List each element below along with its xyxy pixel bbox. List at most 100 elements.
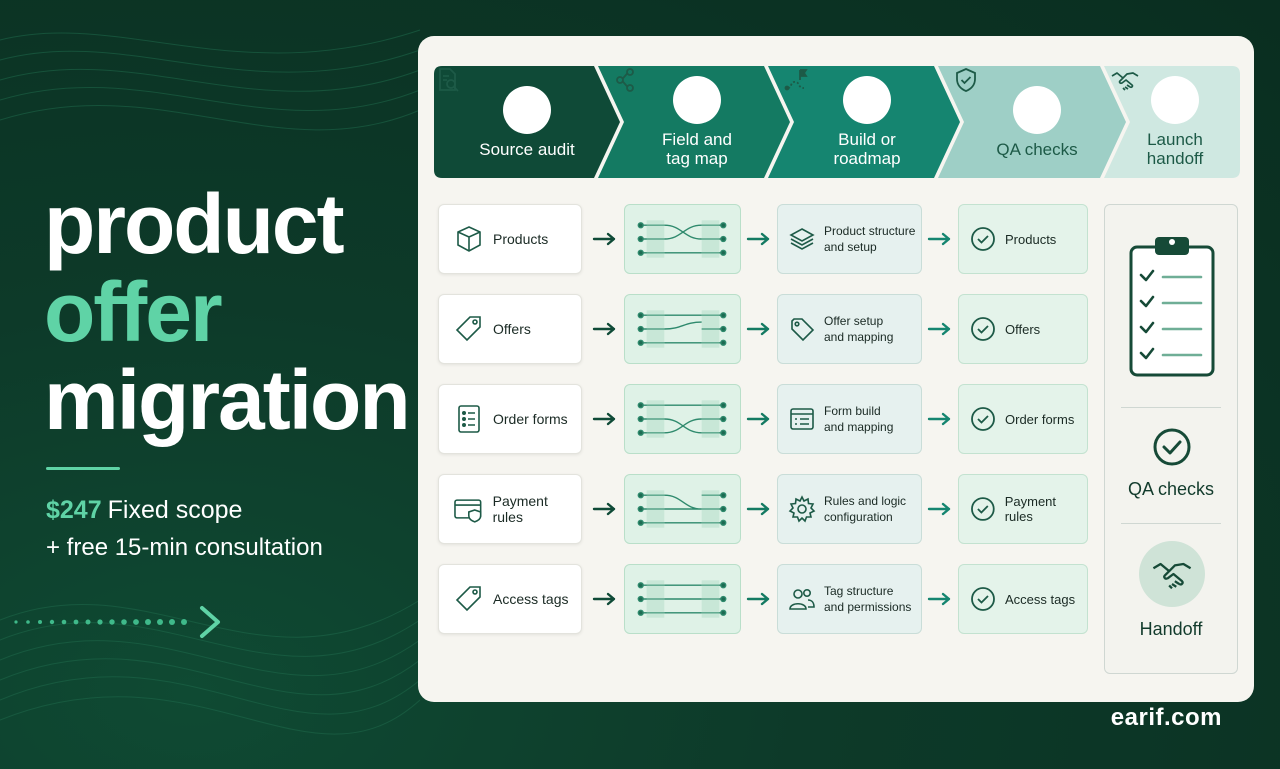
form-list-icon bbox=[458, 405, 480, 433]
build-item-products: Product structure and setup bbox=[777, 204, 922, 274]
document-search-icon bbox=[439, 68, 551, 134]
source-item-access-tags: Access tags bbox=[438, 564, 582, 634]
gear-icon bbox=[788, 495, 816, 523]
arrow-right-icon bbox=[746, 412, 770, 426]
source-label: Payment rules bbox=[492, 493, 548, 525]
tag-icon bbox=[455, 316, 481, 342]
arrow-right-icon bbox=[927, 592, 951, 606]
stage-qa-checks: QA checks bbox=[952, 66, 1122, 178]
stage-label: Launch handoff bbox=[1146, 130, 1204, 168]
build-label: Product structure and setup bbox=[824, 224, 916, 254]
users-icon bbox=[789, 589, 815, 610]
source-label: Offers bbox=[493, 321, 531, 337]
hero-title: product offer migration bbox=[44, 180, 414, 444]
stage-label: QA checks bbox=[996, 139, 1078, 159]
panel-divider bbox=[1121, 407, 1221, 408]
check-circle-icon bbox=[971, 587, 995, 611]
source-item-offers: Offers bbox=[438, 294, 582, 364]
price-label: Fixed scope bbox=[107, 496, 243, 524]
field-map-products bbox=[624, 204, 741, 274]
clipboard-checklist-icon bbox=[1129, 237, 1215, 377]
handshake-icon bbox=[1139, 541, 1205, 607]
arrow-right-icon bbox=[592, 592, 616, 606]
build-item-order-forms: Form build and mapping bbox=[777, 384, 922, 454]
build-label: Form build and mapping bbox=[824, 404, 894, 434]
share-nodes-icon bbox=[616, 68, 721, 124]
site-domain[interactable]: earif.com bbox=[1110, 704, 1222, 731]
stage-launch-handoff: Launch handoff bbox=[1110, 66, 1240, 178]
qa-label: Products bbox=[1005, 231, 1057, 247]
field-map-payment-rules bbox=[624, 474, 741, 544]
build-item-payment-rules: Rules and logic configuration bbox=[777, 474, 922, 544]
field-mapping-lines bbox=[637, 490, 727, 528]
build-label: Rules and logic configuration bbox=[824, 494, 907, 524]
arrow-right-icon bbox=[592, 232, 616, 246]
shield-check-icon bbox=[956, 68, 1061, 134]
source-label: Order forms bbox=[493, 411, 568, 427]
field-mapping-lines bbox=[637, 400, 727, 438]
source-label: Products bbox=[493, 231, 549, 247]
qa-label: Offers bbox=[1005, 321, 1041, 337]
field-map-offers bbox=[624, 294, 741, 364]
migration-card: Source audit Field and tag map Build or … bbox=[418, 36, 1254, 702]
field-map-order-forms bbox=[624, 384, 741, 454]
arrow-right-icon bbox=[592, 412, 616, 426]
hero-title-line-3: migration bbox=[44, 353, 411, 447]
box-icon bbox=[457, 226, 481, 252]
field-mapping-lines bbox=[637, 310, 727, 348]
build-label: Offer setup and mapping bbox=[824, 314, 894, 344]
arrow-right-icon bbox=[746, 322, 770, 336]
arrow-right-icon bbox=[927, 322, 951, 336]
qa-label: Payment rules bbox=[1004, 494, 1057, 524]
hero-divider bbox=[46, 467, 120, 470]
qa-item-offers: Offers bbox=[958, 294, 1088, 364]
qa-item-products: Products bbox=[958, 204, 1088, 274]
arrow-right-icon bbox=[927, 412, 951, 426]
stage-bar: Source audit Field and tag map Build or … bbox=[434, 66, 1240, 178]
check-circle-icon bbox=[1153, 428, 1191, 466]
qa-label: Order forms bbox=[1005, 411, 1075, 427]
arrow-right-icon bbox=[746, 502, 770, 516]
card-shield-icon bbox=[454, 499, 482, 523]
consultation-text: + free 15-min consultation bbox=[46, 534, 323, 561]
stage-field-tag-map: Field and tag map bbox=[612, 66, 782, 178]
build-item-access-tags: Tag structure and permissions bbox=[777, 564, 922, 634]
field-mapping-lines bbox=[637, 220, 727, 258]
arrow-right-icon bbox=[927, 502, 951, 516]
panel-qa-label: QA checks bbox=[1127, 479, 1215, 499]
source-item-payment-rules: Payment rules bbox=[438, 474, 582, 544]
qa-item-access-tags: Access tags bbox=[958, 564, 1088, 634]
arrow-right-icon bbox=[592, 322, 616, 336]
field-map-access-tags bbox=[624, 564, 741, 634]
arrow-right-icon bbox=[592, 502, 616, 516]
source-item-order-forms: Order forms bbox=[438, 384, 582, 454]
hero-title-line-1: product bbox=[44, 177, 345, 271]
check-circle-icon bbox=[971, 497, 995, 521]
check-circle-icon bbox=[971, 227, 995, 251]
build-label: Tag structure and permissions bbox=[824, 584, 912, 614]
hero-title-line-2: offer bbox=[44, 265, 223, 359]
form-window-icon bbox=[790, 408, 814, 430]
check-circle-icon bbox=[971, 407, 995, 431]
build-item-offers: Offer setup and mapping bbox=[777, 294, 922, 364]
stage-label: Field and tag map bbox=[662, 130, 732, 168]
handoff-panel: QA checks Handoff bbox=[1104, 204, 1238, 674]
tag-icon bbox=[791, 318, 815, 342]
arrow-right-icon bbox=[927, 232, 951, 246]
tag-icon bbox=[455, 586, 481, 612]
panel-handoff-label: Handoff bbox=[1139, 619, 1203, 639]
route-flag-icon bbox=[784, 69, 891, 124]
stage-build-roadmap: Build or roadmap bbox=[782, 66, 952, 178]
arrow-right-icon bbox=[746, 232, 770, 246]
panel-divider bbox=[1121, 523, 1221, 524]
stage-source-audit: Source audit bbox=[434, 66, 620, 178]
price: $247 bbox=[46, 496, 102, 524]
qa-label: Access tags bbox=[1005, 591, 1076, 607]
stage-label: Build or roadmap bbox=[833, 130, 901, 168]
field-mapping-lines bbox=[637, 580, 727, 618]
handshake-icon bbox=[1111, 72, 1199, 124]
check-circle-icon bbox=[971, 317, 995, 341]
dotted-arrow-icon bbox=[14, 606, 220, 638]
